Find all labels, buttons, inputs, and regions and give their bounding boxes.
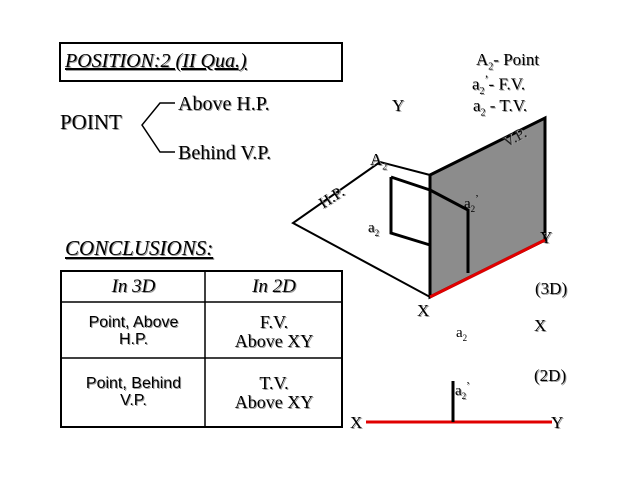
table-header-2d: In 2D	[252, 276, 296, 298]
y-label-2d: Y	[551, 413, 564, 432]
point-A-label: A2	[370, 150, 388, 173]
cell-line: V.P.	[120, 392, 147, 409]
tv-point-3d: a2	[368, 220, 380, 238]
cell-line: H.P.	[118, 330, 149, 348]
table-cell-2d-row1: F.V. Above XY	[207, 304, 341, 359]
cell-line: Point, Behind	[85, 375, 182, 393]
projector-hp	[389, 177, 431, 247]
cell-line: T.V.	[259, 373, 289, 394]
cell-line: F.V.	[259, 311, 289, 332]
xy-line-3d	[429, 238, 546, 299]
x-label-2d: X	[350, 413, 363, 432]
conclusions-heading: CONCLUSIONS:	[65, 236, 214, 260]
projector-top	[390, 175, 431, 192]
caption-2d: (2D)	[534, 366, 567, 385]
x-label-top-2d: X	[534, 316, 547, 335]
legend-tv: a2 - T.V.	[473, 96, 528, 119]
branch-behind-vp: Behind V.P.	[178, 142, 272, 164]
x-label-3d: X	[417, 301, 430, 320]
table-cell-2d-row2: T.V. Above XY	[207, 360, 341, 426]
hp-plane	[291, 160, 431, 299]
cell-line: Point, Above	[88, 313, 179, 331]
table-header-3d: In 3D	[111, 276, 156, 298]
cell-line: Above XY	[234, 330, 314, 351]
table-cell-3d-row1: Point, Above H.P.	[62, 304, 205, 359]
legend-fv: a2’- F.V.	[472, 72, 526, 98]
point-label: POINT	[60, 110, 122, 134]
fv-point-2d: a2’	[455, 380, 470, 401]
tv-point-2d: a2	[456, 325, 468, 343]
title-box	[59, 42, 343, 82]
caption-3d: (3D)	[535, 279, 568, 298]
legend-point: A2- Point	[476, 50, 540, 73]
fv-point-3d: a2’	[464, 193, 479, 214]
y-label-3d: Y	[540, 228, 553, 247]
slide-title: POSITION:2 (II Qua.)	[65, 50, 247, 72]
branch-above-hp: Above H.P.	[178, 93, 270, 115]
conclusions-table: In 3D In 2D Point, Above H.P. F.V. Above…	[60, 270, 343, 428]
projector-vp	[429, 188, 470, 273]
cell-line: Above XY	[234, 392, 314, 412]
table-grid	[62, 272, 341, 426]
y-top-label: Y	[392, 96, 405, 115]
table-cell-3d-row2: Point, Behind V.P.	[62, 360, 205, 426]
